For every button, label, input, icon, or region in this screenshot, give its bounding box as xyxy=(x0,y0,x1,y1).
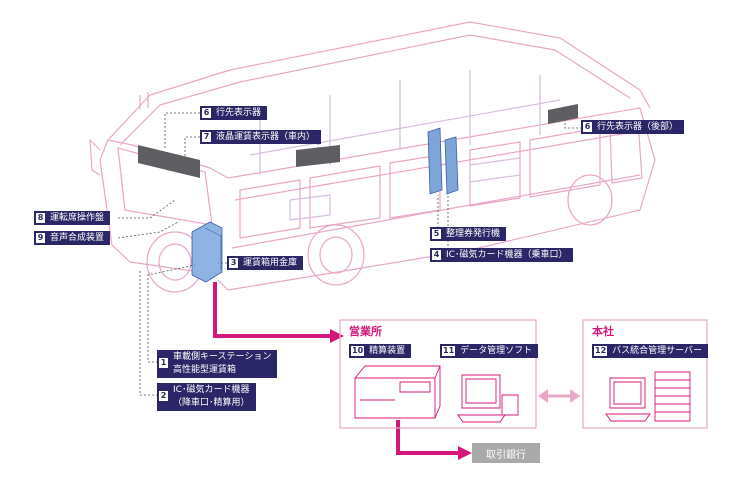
bank-box: 取引銀行 xyxy=(472,443,540,463)
rear-destination-display xyxy=(548,104,578,124)
office-box xyxy=(339,319,537,429)
front-destination-display xyxy=(138,145,200,178)
label-ic-card-exit: 2 IC･磁気カード機器（降車口･精算用） xyxy=(157,383,256,411)
ticket-issuer-unit xyxy=(427,127,443,195)
onboard-equipment xyxy=(191,127,459,283)
settlement-machine-drawing xyxy=(354,365,441,419)
ic-reader-unit xyxy=(444,136,459,195)
label-key-station-farebox: 1 車載側キーステーション高性能型運賃箱 xyxy=(157,350,278,378)
fare-box-unit xyxy=(191,221,223,283)
display-panels xyxy=(138,104,578,178)
hq-box xyxy=(582,319,708,429)
flow-arrows xyxy=(213,282,580,460)
office-pc-drawing xyxy=(457,374,519,423)
interior-fare-display xyxy=(296,145,340,167)
hq-server-drawing xyxy=(605,371,691,422)
hq-title: 本社 xyxy=(592,325,614,338)
office-title: 営業所 xyxy=(349,325,382,338)
